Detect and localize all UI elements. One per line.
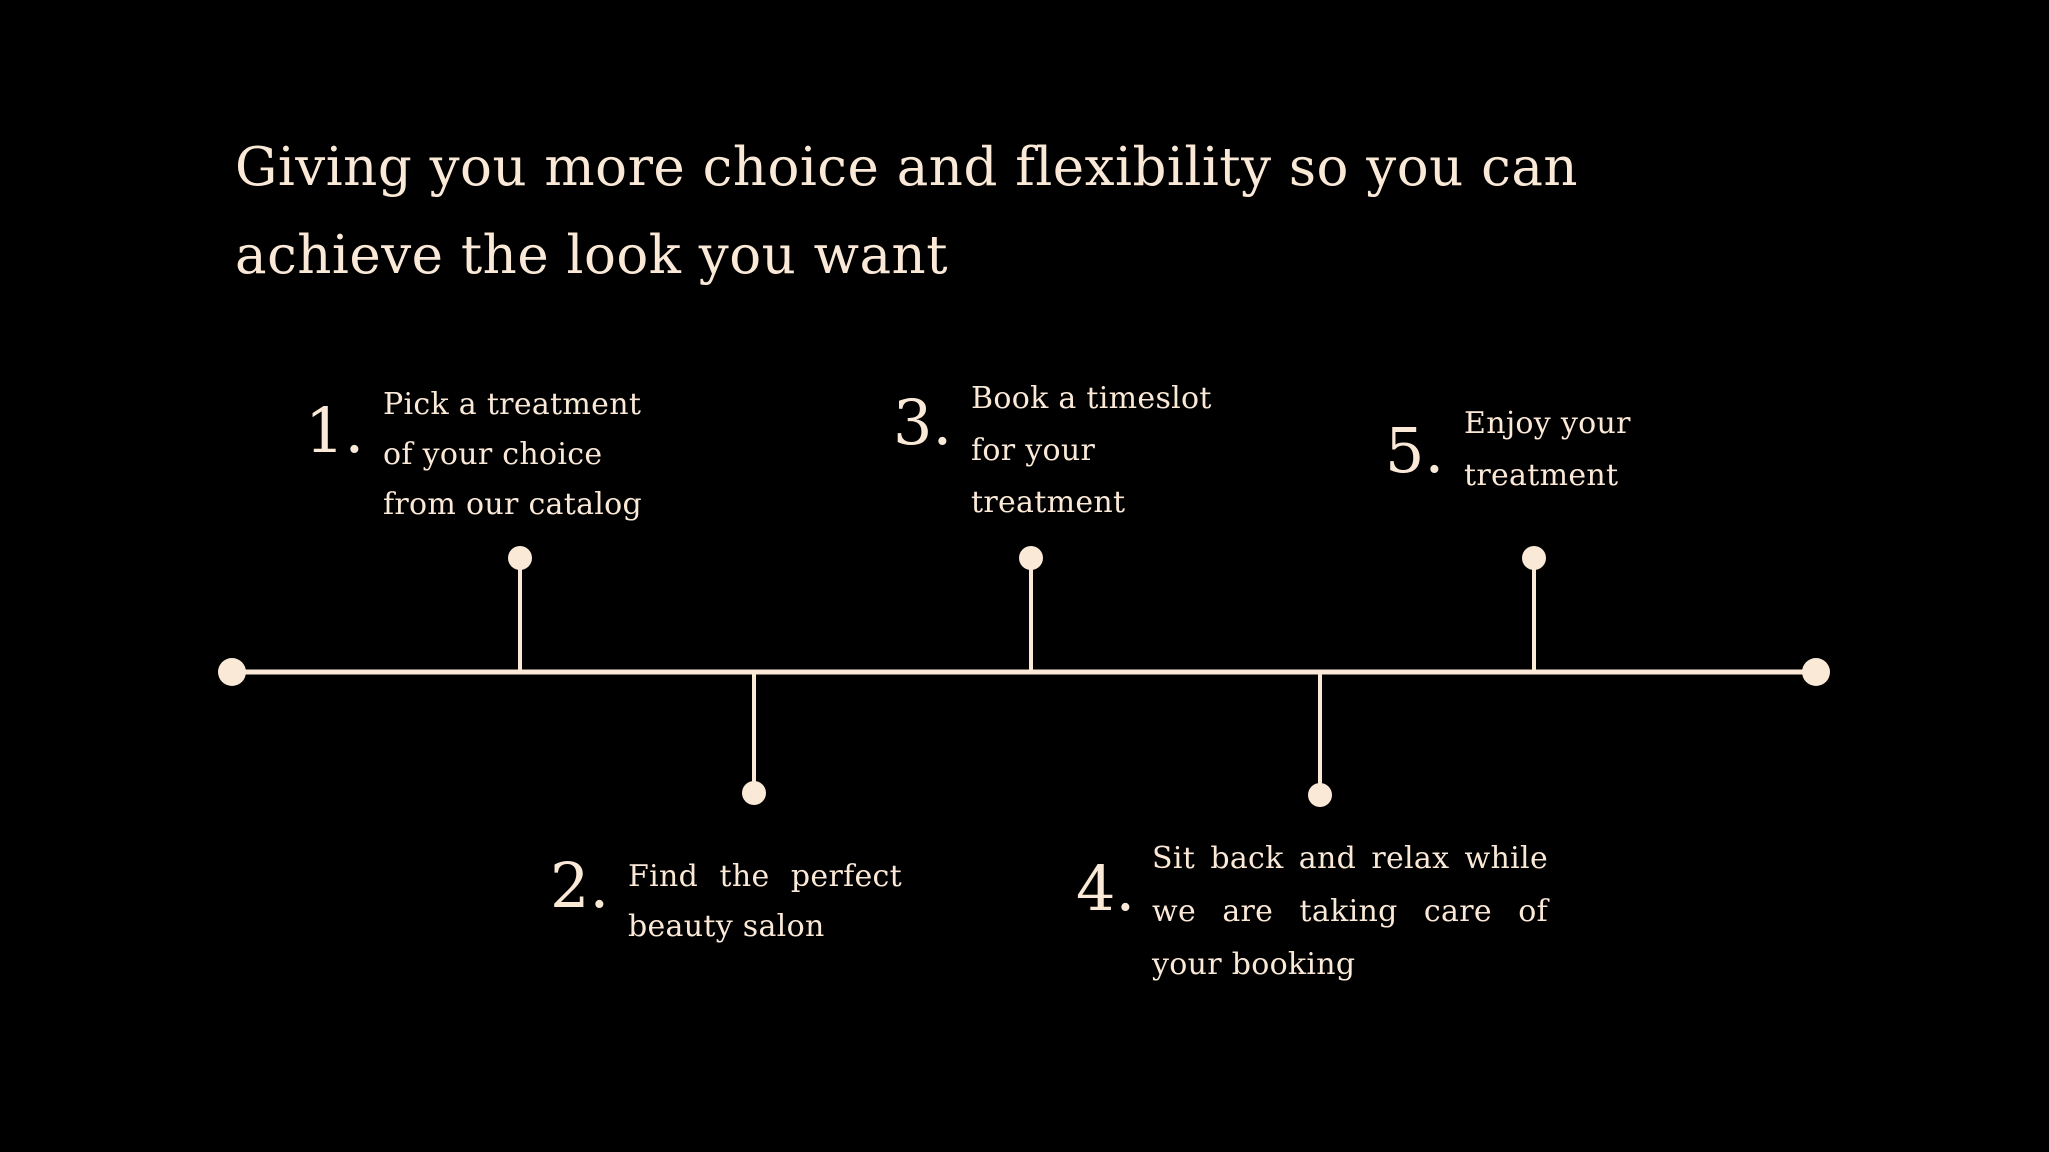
step-3-dot: [1019, 546, 1043, 570]
step-5-number: 5.: [1385, 414, 1445, 487]
step-1-text: Pick a treatment of your choice from our…: [383, 387, 643, 522]
step-2-dot: [742, 781, 766, 805]
step-3-number: 3.: [893, 386, 953, 459]
step-2-text: Find the perfect beauty salon: [628, 859, 902, 944]
timeline-end-dot: [1802, 658, 1830, 686]
step-1-number: 1.: [305, 394, 365, 467]
step-4-dot: [1308, 783, 1332, 807]
timeline-start-dot: [218, 658, 246, 686]
step-5-text: Enjoy your treatment: [1464, 406, 1631, 493]
headline: Giving you more choice and flexibility s…: [235, 137, 1579, 286]
step-5-dot: [1522, 546, 1546, 570]
step-1-dot: [508, 546, 532, 570]
step-4-number: 4.: [1076, 852, 1136, 925]
step-4-text: Sit back and relax while we are taking c…: [1152, 841, 1548, 982]
step-2-number: 2.: [550, 849, 610, 922]
step-3-text: Book a timeslot for your treatment: [971, 381, 1212, 520]
